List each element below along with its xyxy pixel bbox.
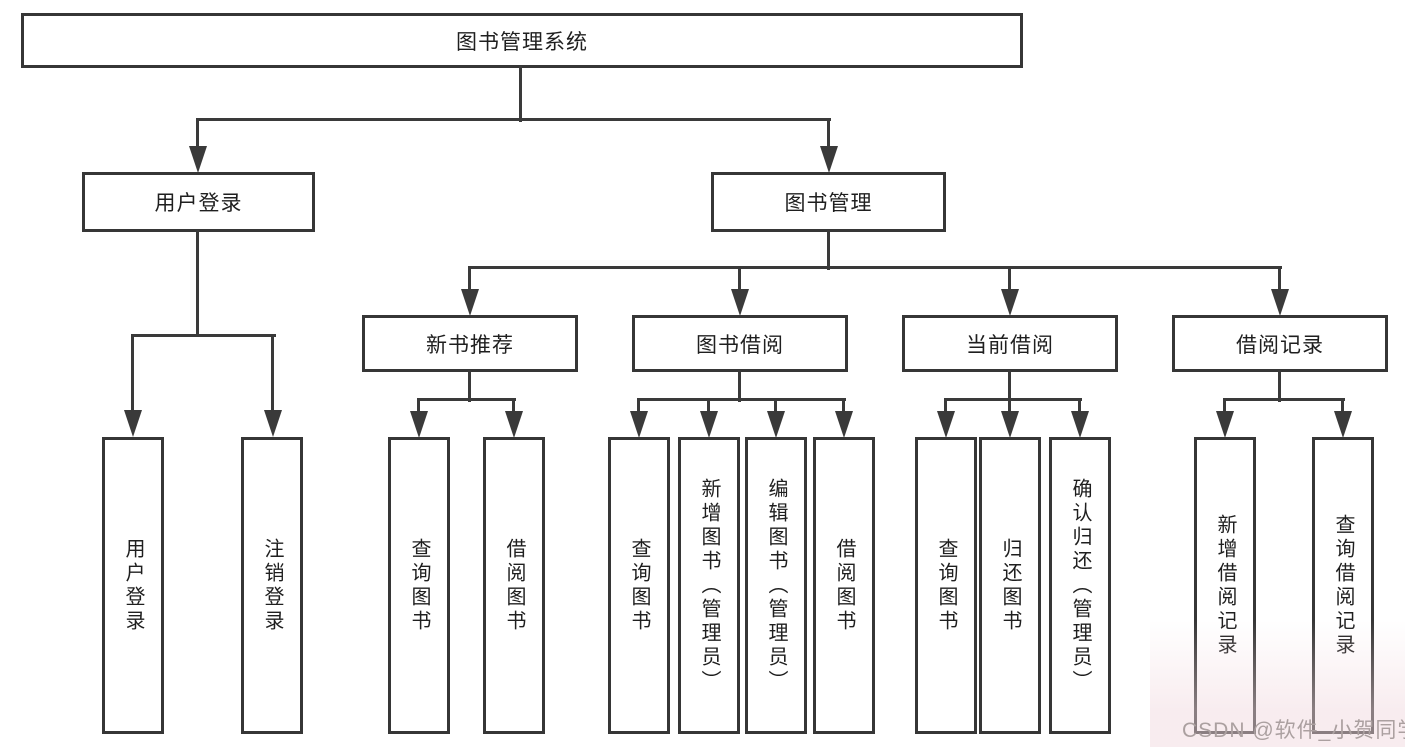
connector-user-login-stem [196,230,199,337]
connector-book-management-stem [827,230,830,270]
connector-new-book-rail [417,398,516,401]
leaf-logout-label: 注销登录 [261,537,283,634]
leaf-borrow-edit-books-admin: 编辑图书（管理员） [745,437,807,734]
arrowhead-down-icon [1216,411,1234,438]
node-root-label: 图书管理系统 [456,30,588,54]
node-book-borrow-label: 图书借阅 [696,333,784,357]
arrowhead-down-icon [731,289,749,316]
connector-drop-leaf [1223,400,1226,414]
leaf-records-add-record: 新增借阅记录 [1194,437,1256,734]
node-root: 图书管理系统 [21,13,1023,68]
connector-drop-leaf-logout [271,336,274,411]
leaf-borrow-query-books-label: 查询图书 [628,537,650,634]
arrowhead-down-icon [505,411,523,438]
leaf-records-query-record: 查询借阅记录 [1312,437,1374,734]
arrowhead-down-icon [1334,411,1352,438]
connector-current-borrow-rail [944,398,1082,401]
arrowhead-down-icon [1071,411,1089,438]
connector-borrow-records-stem [1278,370,1281,402]
connector-root-stem [519,66,522,122]
connector-drop-user-login [196,120,199,150]
node-new-book-recommend: 新书推荐 [362,315,578,372]
connector-level3-rail [468,266,1282,269]
node-current-borrow: 当前借阅 [902,315,1118,372]
arrowhead-down-icon [835,411,853,438]
leaf-borrow-add-books-admin-label: 新增图书（管理员） [698,477,720,694]
arrowhead-down-icon [189,146,207,173]
leaf-borrow-edit-books-admin-label: 编辑图书（管理员） [765,477,787,694]
connector-drop-leaf [774,400,777,414]
connector-user-login-rail [131,334,276,337]
arrowhead-down-icon [767,411,785,438]
node-borrow-records-label: 借阅记录 [1236,333,1324,357]
connector-drop-book-management [827,120,830,150]
leaf-current-return-books-label: 归还图书 [999,537,1021,634]
leaf-records-query-record-label: 查询借阅记录 [1332,513,1354,658]
connector-drop-leaf [637,400,640,414]
leaf-current-confirm-return-admin: 确认归还（管理员） [1049,437,1111,734]
node-borrow-records: 借阅记录 [1172,315,1388,372]
node-book-management: 图书管理 [711,172,946,232]
leaf-current-confirm-return-admin-label: 确认归还（管理员） [1069,477,1091,694]
arrowhead-down-icon [124,410,142,437]
connector-drop-leaf-user-login [131,336,134,411]
leaf-recommend-query-books: 查询图书 [388,437,450,734]
node-current-borrow-label: 当前借阅 [966,333,1054,357]
leaf-borrow-borrow-books: 借阅图书 [813,437,875,734]
leaf-current-query-books: 查询图书 [915,437,977,734]
connector-drop-leaf [1008,400,1011,414]
arrowhead-down-icon [630,411,648,438]
connector-drop-leaf [842,400,845,414]
connector-borrow-records-rail [1223,398,1345,401]
connector-drop-leaf [417,400,420,414]
connector-drop-leaf [1078,400,1081,414]
node-new-book-recommend-label: 新书推荐 [426,333,514,357]
connector-drop-leaf [1341,400,1344,414]
node-user-login: 用户登录 [82,172,315,232]
arrowhead-down-icon [410,411,428,438]
connector-drop-current-borrow [1008,268,1011,292]
leaf-logout: 注销登录 [241,437,303,734]
leaf-borrow-query-books: 查询图书 [608,437,670,734]
leaf-recommend-borrow-books-label: 借阅图书 [503,537,525,634]
arrowhead-down-icon [937,411,955,438]
arrowhead-down-icon [264,410,282,437]
watermark-text: CSDN @软件_小贺同学 [1182,719,1405,742]
leaf-recommend-borrow-books: 借阅图书 [483,437,545,734]
leaf-borrow-add-books-admin: 新增图书（管理员） [678,437,740,734]
connector-drop-borrow-records [1278,268,1281,292]
leaf-current-query-books-label: 查询图书 [935,537,957,634]
arrowhead-down-icon [700,411,718,438]
leaf-borrow-borrow-books-label: 借阅图书 [833,537,855,634]
arrowhead-down-icon [1001,289,1019,316]
connector-book-borrow-stem [738,370,741,402]
connector-drop-book-borrow [738,268,741,292]
connector-new-book-stem [468,370,471,402]
node-book-management-label: 图书管理 [784,192,873,215]
arrowhead-down-icon [820,146,838,173]
leaf-user-login-label: 用户登录 [122,537,144,634]
connector-drop-new-book-recommend [468,268,471,292]
connector-drop-leaf [944,400,947,414]
arrowhead-down-icon [461,289,479,316]
connector-drop-leaf [707,400,710,414]
leaf-records-add-record-label: 新增借阅记录 [1214,513,1236,658]
leaf-user-login: 用户登录 [102,437,164,734]
connector-current-borrow-stem [1008,370,1011,402]
connector-drop-leaf [512,400,515,414]
connector-book-borrow-rail [637,398,846,401]
leaf-current-return-books: 归还图书 [979,437,1041,734]
node-user-login-label: 用户登录 [154,192,243,215]
connector-level1-rail [196,118,831,121]
leaf-recommend-query-books-label: 查询图书 [408,537,430,634]
arrowhead-down-icon [1271,289,1289,316]
arrowhead-down-icon [1001,411,1019,438]
node-book-borrow: 图书借阅 [632,315,848,372]
